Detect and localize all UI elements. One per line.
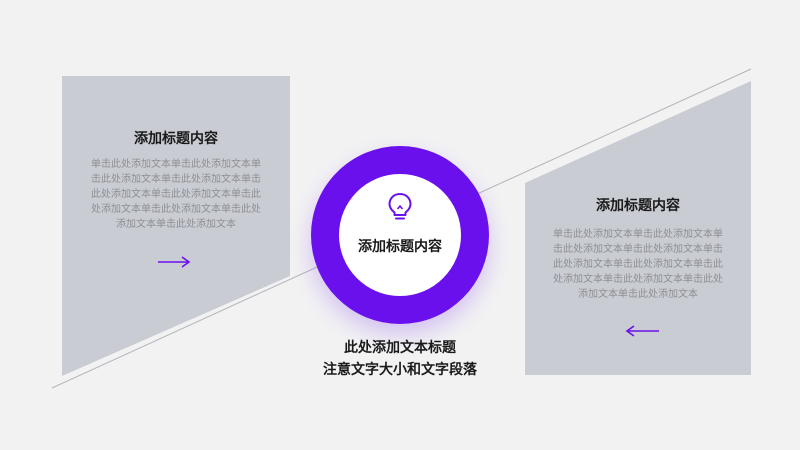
lightbulb-icon	[388, 193, 412, 220]
center-title: 添加标题内容	[358, 239, 442, 255]
arrow-left-icon	[625, 325, 659, 337]
right-card-body: 单击此处添加文本单击此处添加文本单击此处添加文本单击此处添加文本单击此处添加文本…	[553, 229, 723, 300]
left-card-body: 单击此处添加文本单击此处添加文本单击此处添加文本单击此处添加文本单击此处添加文本…	[91, 159, 261, 230]
right-panel	[525, 81, 751, 375]
left-panel	[62, 76, 290, 376]
caption-subtitle: 注意文字大小和文字段落	[323, 362, 477, 378]
left-card-title: 添加标题内容	[134, 131, 218, 147]
arrow-right-icon	[158, 256, 191, 268]
caption-title: 此处添加文本标题	[344, 340, 456, 356]
right-card-title: 添加标题内容	[596, 198, 680, 214]
